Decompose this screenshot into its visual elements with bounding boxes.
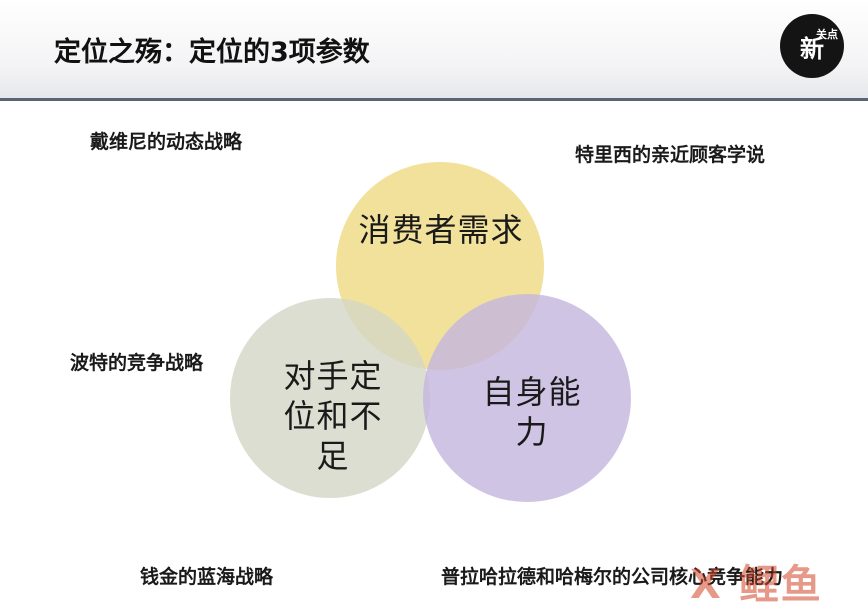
label-competitive-strategy: 波特的竞争战略 — [70, 352, 204, 374]
venn-circle-right — [423, 294, 631, 502]
brand-logo: 新 关点 — [780, 14, 844, 78]
venn-label-left: 对手定位和不足 — [283, 357, 383, 475]
venn-label-right: 自身能力 — [482, 373, 582, 451]
label-blue-ocean: 钱金的蓝海战略 — [140, 566, 274, 588]
venn-label-top: 消费者需求 — [358, 211, 524, 249]
logo-subtext: 关点 — [816, 28, 838, 41]
logo-text: 新 — [800, 34, 824, 63]
label-core-competence: 普拉哈拉德和哈梅尔的公司核心竞争能力 — [441, 566, 784, 588]
venn-circle-left — [230, 298, 430, 498]
slide-title: 定位之殇：定位的3项参数 — [54, 37, 370, 68]
label-dynamic-strategy: 戴维尼的动态战略 — [90, 131, 243, 153]
label-customer-intimacy: 特里西的亲近顾客学说 — [575, 144, 766, 166]
slide-header: 定位之殇：定位的3项参数 新 关点 — [0, 0, 868, 101]
watermark-logo: X 鲤鱼 — [690, 562, 823, 608]
